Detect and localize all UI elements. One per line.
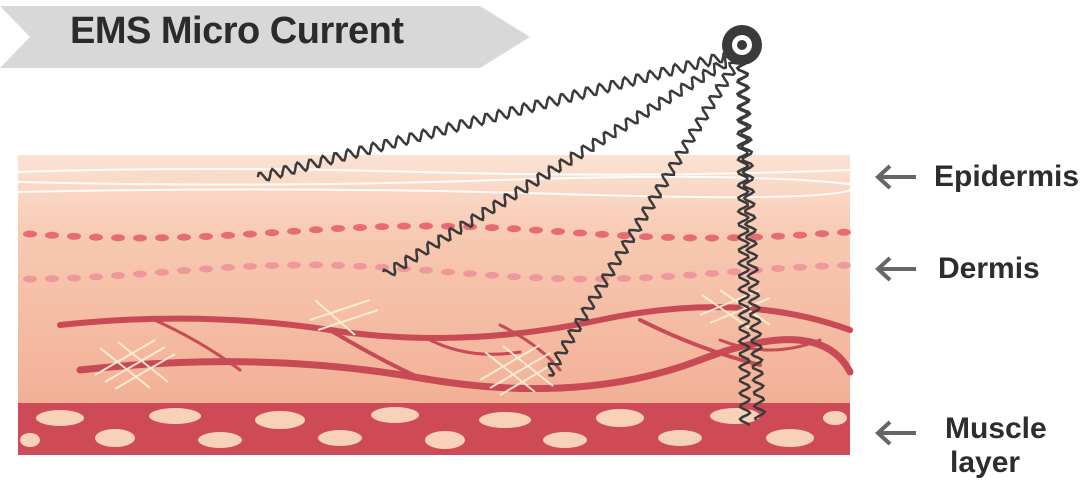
muscle-label-line2: layer [950, 446, 1020, 480]
dermis-label: Dermis [938, 252, 1040, 286]
muscle-label-line1: Muscle [945, 412, 1047, 446]
muscle-arrow-icon [872, 418, 918, 448]
epidermis-arrow-icon [872, 162, 918, 192]
electrode-icon [722, 25, 762, 65]
epidermis-label: Epidermis [934, 160, 1079, 194]
dermis-arrow-icon [872, 254, 918, 284]
